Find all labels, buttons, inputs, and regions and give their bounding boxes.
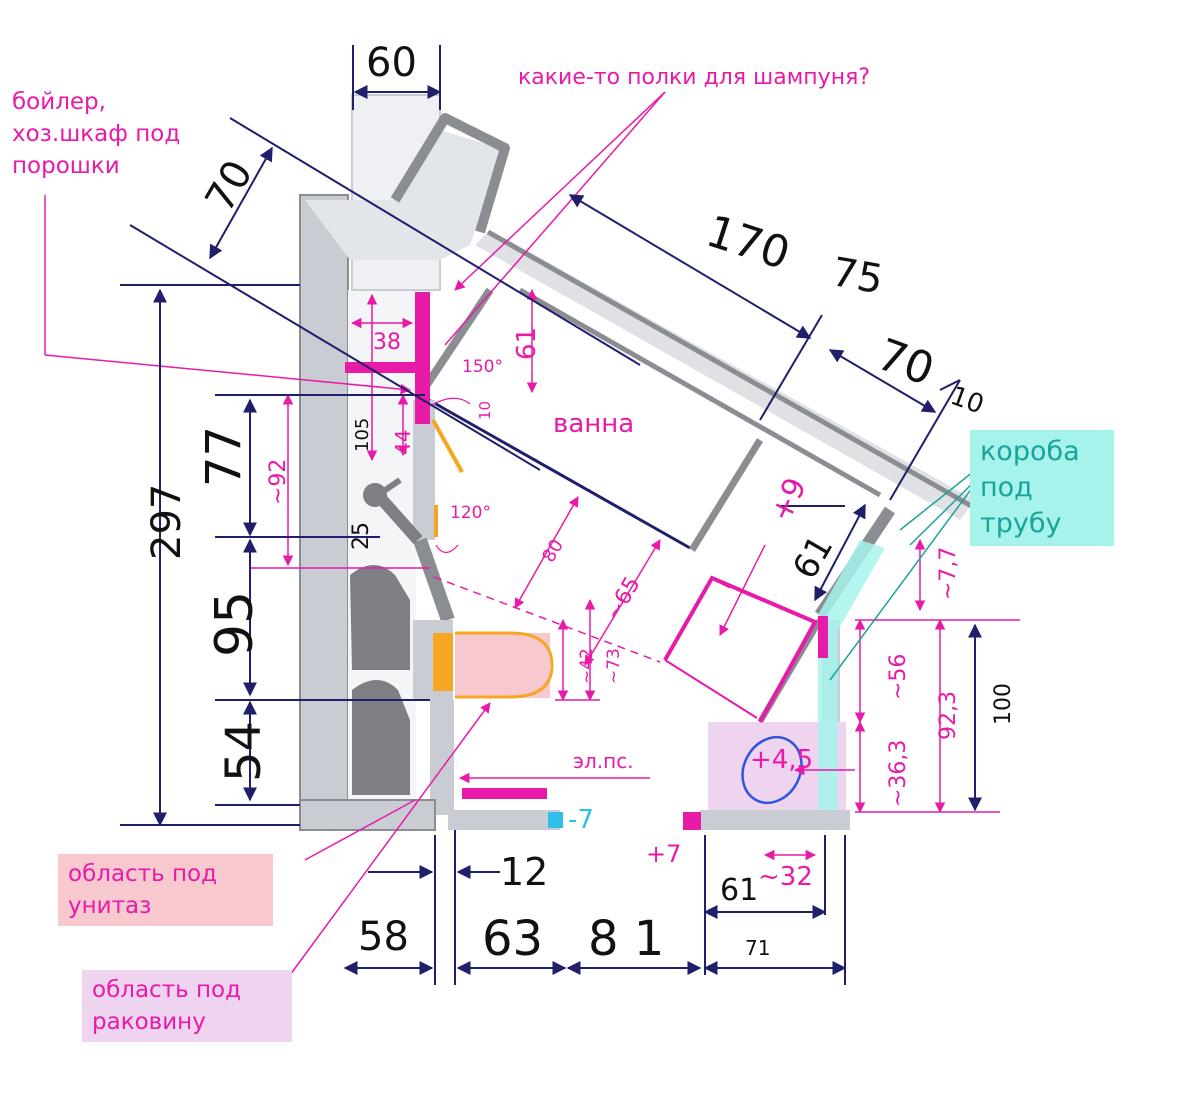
dim-92: ~92 (266, 459, 291, 505)
dim-56: ~56 (886, 654, 911, 700)
zones (431, 419, 885, 810)
dim-71: 71 (745, 936, 770, 960)
dim-32: ~32 (758, 862, 813, 892)
dim-54: 54 (216, 721, 272, 782)
dim-75: 75 (828, 249, 886, 303)
dim-100: 100 (991, 683, 1016, 725)
dim-58: 58 (358, 914, 409, 960)
sink-area-label: область под раковину (82, 970, 292, 1042)
dim-65: ~65 (601, 573, 646, 626)
dim-61-mid: 61 (785, 529, 841, 586)
dim-minus7: -7 (568, 805, 594, 835)
dim-73: ~73 (604, 648, 624, 684)
dim-44: 44 (391, 430, 415, 455)
dim-61-bottom: 61 (720, 873, 758, 908)
dim-42: ~42 (577, 648, 597, 684)
boiler-label: бойлер, хоз.шкаф под порошки (12, 89, 181, 179)
dim-170: 170 (700, 206, 796, 280)
dim-105: 105 (352, 418, 373, 452)
magenta-marks (44, 91, 1020, 976)
dim-80: 80 (538, 536, 568, 566)
dim-150: 150° (462, 357, 503, 377)
walls (299, 94, 977, 831)
dim-297: 297 (144, 484, 190, 560)
socket-label: эл.пс. (573, 749, 634, 773)
dim-70-right: 70 (870, 329, 940, 396)
dim-61-top: 61 (512, 327, 542, 360)
pipe-box-leaders (829, 467, 979, 681)
dim-plus9: +9 (764, 472, 814, 527)
dim-95: 95 (205, 591, 265, 657)
dim-92-3: 92,3 (936, 691, 961, 740)
dim-77b: ~7,7 (936, 547, 961, 600)
shampoo-label: какие-то полки для шампуня? (518, 65, 870, 90)
navy-dimensions (120, 45, 982, 985)
dim-36-3: ~36,3 (886, 740, 911, 807)
dim-plus7: +7 (646, 840, 681, 868)
dim-63: 63 (482, 911, 543, 967)
dim-120: 120° (450, 503, 491, 523)
dim-12: 12 (500, 850, 548, 894)
dim-plus4-5: +4,5 (750, 745, 813, 775)
dim-38: 38 (373, 330, 401, 355)
dim-77: 77 (196, 426, 252, 487)
dim-10-right: 10 (946, 381, 987, 421)
bath-label: ванна (553, 409, 634, 439)
dim-10-small: 10 (476, 401, 494, 420)
dim-81: 8 1 (588, 911, 664, 967)
dim-70-top: 70 (197, 153, 262, 220)
dim-25: 25 (349, 522, 374, 550)
toilet-area-label: область под унитаз (58, 854, 273, 926)
pipe-box-label: короба под трубу (970, 430, 1114, 546)
dim-60: 60 (366, 40, 417, 86)
